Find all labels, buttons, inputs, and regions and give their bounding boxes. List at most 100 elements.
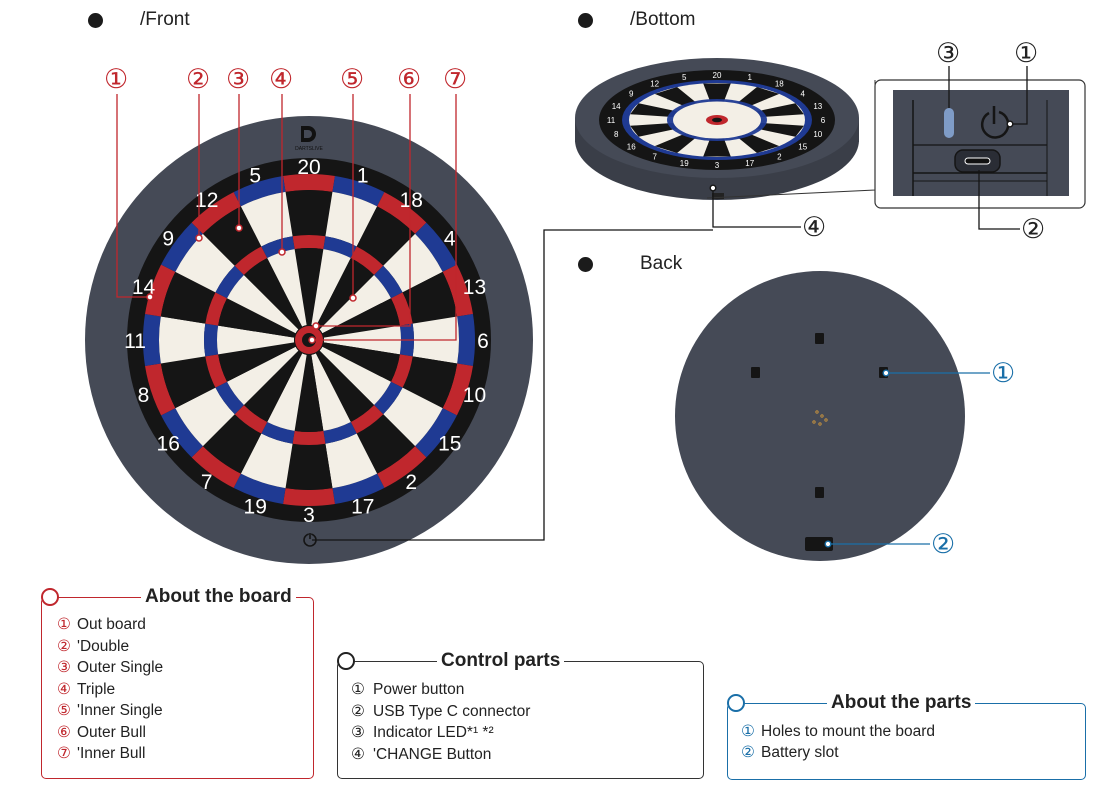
front-logo: DARTSLIVE (295, 126, 324, 152)
bottom-bullet (578, 13, 593, 28)
bottom-board-number: 15 (798, 142, 807, 151)
outer-single-segment (160, 271, 216, 324)
outer-single-segment (356, 414, 416, 474)
outer-single-segment (325, 433, 378, 489)
outer-single-segment (159, 316, 206, 364)
bottom-zoom-inset (706, 79, 1086, 209)
board-number: 18 (400, 189, 423, 212)
inner-single-segment (322, 298, 400, 338)
list-item-number: ① (57, 616, 71, 633)
bottom-board-number: 2 (777, 152, 782, 161)
board-number: 16 (157, 432, 180, 455)
board-number: 5 (249, 165, 261, 188)
board-number: 1 (357, 165, 369, 188)
double-segment (161, 408, 203, 458)
list-item-label: Indicator LED*¹ *² (373, 724, 494, 741)
triple-segment (204, 323, 219, 357)
front-callout-4: ④ (269, 64, 294, 94)
board-number: 15 (438, 432, 461, 455)
triple-segment (205, 292, 228, 326)
list-item-label: USB Type C connector (373, 702, 531, 720)
front-callout-dots (146, 224, 357, 344)
list-item-label: Outer Single (77, 659, 164, 676)
triple-segment (215, 265, 244, 299)
bottom-board-number: 7 (652, 152, 657, 161)
board-number: 3 (303, 504, 315, 527)
bottom-board-number: 18 (775, 80, 784, 89)
inner-single-segment (218, 342, 296, 382)
double-segment (415, 408, 457, 458)
triple-segment (261, 236, 295, 259)
power-button-icon[interactable] (980, 106, 1010, 139)
outer-single-segment (383, 233, 443, 293)
double-segment (233, 176, 286, 207)
control-parts-marker (337, 652, 355, 670)
bottom-board-number: 4 (801, 90, 806, 99)
board-number: 6 (477, 330, 489, 353)
triple-segment (323, 421, 357, 444)
list-item-number: ① (741, 723, 755, 740)
double-segment (457, 314, 476, 366)
list-item: ⑤'Inner Single (57, 701, 163, 720)
outer-single-segment (202, 206, 262, 266)
double-segment (442, 363, 473, 416)
back-callout-1: ① (991, 358, 1016, 388)
battery-slot[interactable] (805, 537, 833, 551)
list-item-number: ⑥ (57, 723, 71, 741)
front-callout-7: ⑦ (443, 64, 468, 94)
about-parts-marker (727, 694, 745, 712)
inner-single-segment (294, 354, 324, 433)
about-board-title: About the board (141, 586, 296, 608)
inner-single-segment (267, 353, 307, 431)
inner-single-segment (217, 325, 295, 355)
front-section-title: /Front (140, 9, 190, 30)
list-item-label: 'Double (77, 637, 130, 655)
back-section-title: Back (640, 253, 683, 274)
board-number: 12 (195, 189, 218, 212)
bottom-board-number: 6 (821, 116, 826, 125)
board-number: 20 (297, 156, 320, 179)
double-segment (233, 473, 286, 504)
inner-single-segment (227, 274, 299, 334)
triple-segment (390, 292, 413, 326)
bottom-board-number: 10 (813, 130, 822, 139)
about-parts-title: About the parts (827, 692, 976, 714)
bottom-board-number: 14 (612, 102, 621, 111)
board-number: 7 (201, 471, 213, 494)
front-bullet (88, 13, 103, 28)
bottom-board-number: 3 (715, 161, 720, 170)
bottom-board-number: 16 (627, 142, 636, 151)
board-number: 8 (138, 384, 150, 407)
list-item-number: ② (57, 637, 71, 655)
list-item-number: ⑤ (57, 702, 71, 719)
inner-single-segment (227, 346, 299, 406)
bottom-board-number: 5 (682, 73, 687, 82)
double-segment (332, 176, 385, 207)
double-segment (377, 446, 427, 488)
bottom-board-number: 8 (614, 130, 619, 139)
triple-segment (205, 354, 228, 388)
inner-single-segment (311, 353, 351, 431)
outer-single-segment (356, 206, 416, 266)
front-callout-1: ① (104, 64, 129, 94)
inner-single-segment (315, 350, 375, 422)
inner-single-segment (218, 298, 296, 338)
list-item: ④'CHANGE Button (351, 745, 491, 764)
control-parts-title: Control parts (437, 650, 565, 672)
board-number: 19 (244, 495, 267, 518)
bottom-callout-3: ③ (936, 38, 961, 68)
front-callout-3: ③ (226, 64, 251, 94)
bottom-board-number: 9 (629, 90, 634, 99)
bottom-section-title: /Bottom (630, 9, 696, 30)
double-segment (161, 222, 203, 272)
board-number: 4 (444, 228, 456, 251)
inner-single-segment (267, 249, 307, 327)
bottom-board-number: 1 (748, 73, 753, 82)
outer-single-segment (402, 356, 458, 409)
list-item-label: 'CHANGE Button (373, 745, 492, 763)
